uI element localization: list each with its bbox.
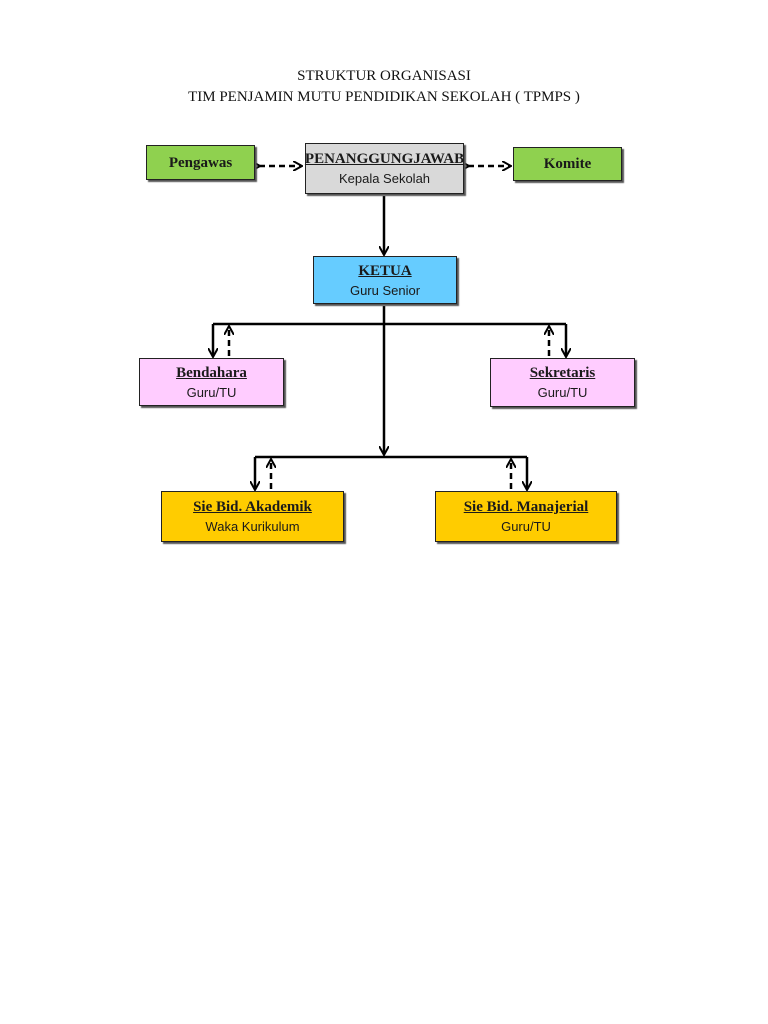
node-komite: Komite: [513, 147, 622, 181]
node-sekretaris-title: Sekretaris: [529, 365, 596, 381]
node-manajerial-title: Sie Bid. Manajerial: [463, 499, 589, 515]
node-ketua-subtitle: Guru Senior: [349, 282, 421, 298]
node-penanggungjawab-subtitle: Kepala Sekolah: [338, 171, 431, 186]
node-akademik-title: Sie Bid. Akademik: [193, 499, 312, 515]
diagram-title-line1: STRUKTUR ORGANISASI: [297, 68, 471, 84]
node-komite-title: Komite: [543, 156, 592, 172]
node-akademik-subtitle: Waka Kurikulum: [205, 519, 300, 534]
node-sekretaris: Sekretaris Guru/TU: [490, 358, 635, 407]
node-penanggungjawab: PENANGGUNGJAWAB Kepala Sekolah: [305, 143, 464, 194]
node-sekretaris-subtitle: Guru/TU: [537, 385, 588, 400]
node-sie-bid-manajerial: Sie Bid. Manajerial Guru/TU: [435, 491, 617, 542]
node-bendahara-title: Bendahara: [176, 364, 247, 381]
diagram-title-line2: TIM PENJAMIN MUTU PENDIDIKAN SEKOLAH ( T…: [188, 89, 580, 105]
node-pengawas-title: Pengawas: [168, 154, 233, 171]
node-ketua-title: KETUA: [358, 262, 412, 279]
node-penanggungjawab-title: PENANGGUNGJAWAB: [304, 151, 465, 167]
node-ketua: KETUA Guru Senior: [313, 256, 457, 304]
node-bendahara-subtitle: Guru/TU: [186, 384, 237, 400]
node-bendahara: Bendahara Guru/TU: [139, 358, 284, 406]
node-manajerial-subtitle: Guru/TU: [501, 519, 551, 534]
node-sie-bid-akademik: Sie Bid. Akademik Waka Kurikulum: [161, 491, 344, 542]
node-pengawas: Pengawas: [146, 145, 255, 180]
